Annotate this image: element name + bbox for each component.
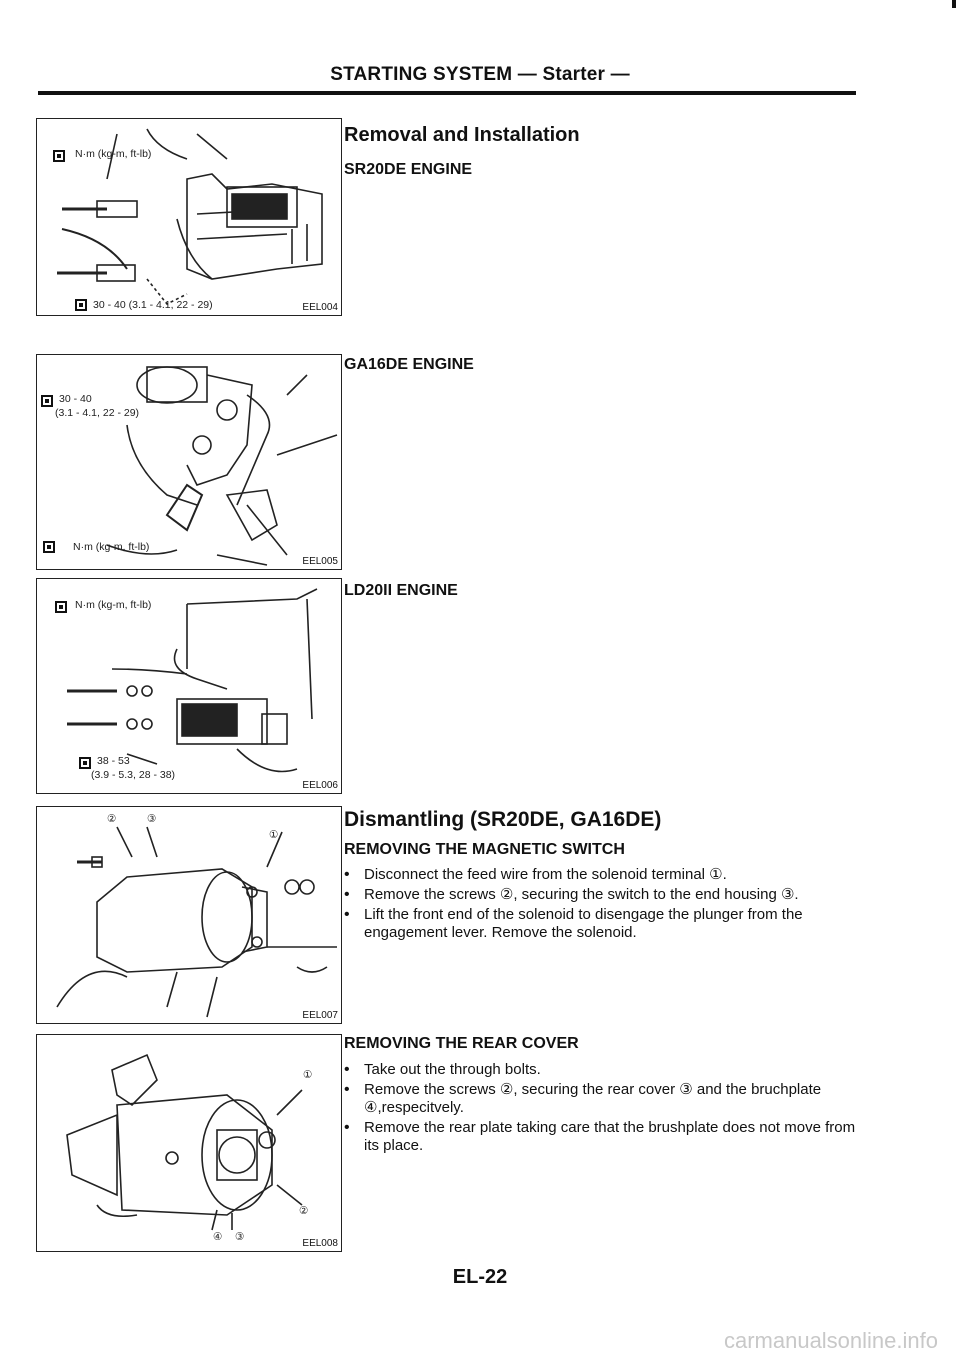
- torque-value-line1: 30 - 40: [59, 393, 92, 405]
- starter-diagram-sr20de: [57, 128, 323, 306]
- page-number: EL-22: [452, 1266, 508, 1288]
- starter-diagram-ld20ii: [67, 588, 318, 773]
- corner-mark: [952, 0, 956, 8]
- rear-cover-heading: REMOVING THE REAR COVER: [344, 1035, 579, 1052]
- figure-magnetic-switch: ② ③ ① EEL007: [36, 806, 342, 1024]
- callout-4: ④: [213, 1231, 223, 1243]
- torque-value-label: 30 - 40 (3.1 - 4.1, 22 - 29): [93, 299, 213, 311]
- callout-3: ③: [235, 1231, 245, 1243]
- figure-code: EEL004: [302, 302, 338, 313]
- figure-code: EEL005: [302, 556, 338, 567]
- ld20ii-engine-heading: LD20II ENGINE: [344, 582, 458, 599]
- torque-wrench-icon: [53, 150, 65, 162]
- list-item: Disconnect the feed wire from the soleno…: [344, 866, 864, 884]
- torque-unit-label: N·m (kg-m, ft-lb): [75, 148, 152, 160]
- figure-sr20de: N·m (kg-m, ft-lb) 30 - 40 (3.1 - 4.1, 22…: [36, 118, 342, 316]
- torque-wrench-icon: [43, 541, 55, 553]
- figure-rear-cover: ① ② ④ ③ EEL008: [36, 1034, 342, 1252]
- list-item: Lift the front end of the solenoid to di…: [344, 906, 864, 942]
- torque-wrench-icon: [55, 601, 67, 613]
- torque-wrench-icon: [79, 757, 91, 769]
- torque-value-line2: (3.1 - 4.1, 22 - 29): [55, 407, 140, 419]
- magnetic-switch-heading: REMOVING THE MAGNETIC SWITCH: [344, 841, 625, 858]
- sr20de-engine-heading: SR20DE ENGINE: [344, 161, 473, 178]
- torque-wrench-icon: [41, 395, 53, 407]
- list-item: Remove the screws ②, securing the rear c…: [344, 1081, 864, 1117]
- rear-cover-steps: Take out the through bolts. Remove the s…: [344, 1061, 864, 1157]
- torque-unit-label: N·m (kg-m, ft-lb): [73, 541, 150, 553]
- starter-diagram-ga16de: [106, 366, 338, 566]
- page-header-title: STARTING SYSTEM — Starter —: [330, 64, 630, 85]
- magnetic-switch-diagram: [56, 826, 337, 1018]
- rear-cover-diagram: [66, 1053, 303, 1231]
- torque-value-line2: (3.9 - 5.3, 28 - 38): [91, 769, 176, 781]
- figure-code: EEL006: [302, 780, 338, 791]
- removal-installation-heading: Removal and Installation: [344, 124, 580, 146]
- magnetic-switch-steps: Disconnect the feed wire from the soleno…: [344, 866, 864, 944]
- callout-3: ③: [147, 813, 157, 825]
- list-item: Take out the through bolts.: [344, 1061, 864, 1079]
- list-item: Remove the screws ②, securing the switch…: [344, 886, 864, 904]
- figure-ga16de: 30 - 40 (3.1 - 4.1, 22 - 29) N·m (kg-m, …: [36, 354, 342, 570]
- callout-2: ②: [107, 813, 117, 825]
- header-rule: [38, 91, 856, 95]
- watermark: carmanualsonline.info: [723, 1328, 938, 1353]
- ga16de-engine-heading: GA16DE ENGINE: [344, 356, 474, 373]
- torque-value-line1: 38 - 53: [97, 755, 130, 767]
- figure-code: EEL008: [302, 1238, 338, 1249]
- callout-1: ①: [269, 829, 279, 841]
- torque-wrench-icon: [75, 299, 87, 311]
- figure-ld20ii: N·m (kg-m, ft-lb) 38 - 53 (3.9 - 5.3, 28…: [36, 578, 342, 794]
- callout-2: ②: [299, 1205, 309, 1217]
- dismantling-heading: Dismantling (SR20DE, GA16DE): [344, 808, 662, 831]
- list-item: Remove the rear plate taking care that t…: [344, 1119, 864, 1155]
- figure-code: EEL007: [302, 1010, 338, 1021]
- torque-unit-label: N·m (kg-m, ft-lb): [75, 599, 152, 611]
- callout-1: ①: [303, 1069, 313, 1081]
